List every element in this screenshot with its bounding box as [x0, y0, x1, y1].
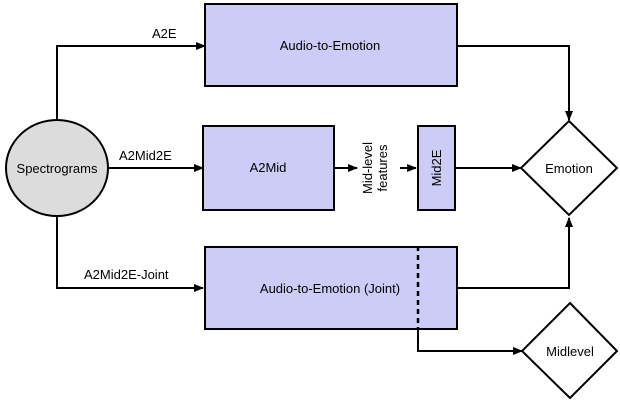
audio-to-emotion-box — [204, 3, 458, 87]
edge-label-a2e: A2E — [152, 26, 177, 41]
mid2e-box — [417, 125, 456, 211]
edge-label-midlevel-features-line2: features — [375, 144, 390, 191]
mid2e-label: Mid2E — [429, 149, 444, 186]
a2mid-label: A2Mid — [250, 160, 287, 175]
arrow-a2e-to-emotion — [457, 45, 573, 121]
arrow-a2e — [56, 42, 206, 122]
arrow-joint-to-midlevel — [417, 330, 523, 355]
audio-to-emotion-label: Audio-to-Emotion — [280, 38, 380, 53]
arrow-joint-to-emotion — [457, 217, 573, 289]
a2mid-box — [202, 125, 335, 211]
spectrograms-label: Spectrograms — [17, 161, 98, 176]
audio-to-emotion-joint-box — [204, 246, 458, 330]
midlevel-node — [520, 301, 619, 400]
edge-label-a2mid2e-joint: A2Mid2E-Joint — [84, 267, 169, 282]
audio-to-emotion-joint-label: Audio-to-Emotion (Joint) — [260, 281, 400, 296]
edge-label-a2mid2e: A2Mid2E — [119, 148, 172, 163]
spectrograms-node — [5, 119, 109, 217]
edge-label-midlevel-features-line1: Mid-level — [360, 142, 375, 194]
emotion-node — [519, 119, 619, 217]
arrow-a2mid2e-joint — [56, 216, 204, 292]
connectors — [56, 42, 573, 355]
midlevel-label: Midlevel — [546, 344, 594, 359]
emotion-label: Emotion — [545, 161, 593, 176]
